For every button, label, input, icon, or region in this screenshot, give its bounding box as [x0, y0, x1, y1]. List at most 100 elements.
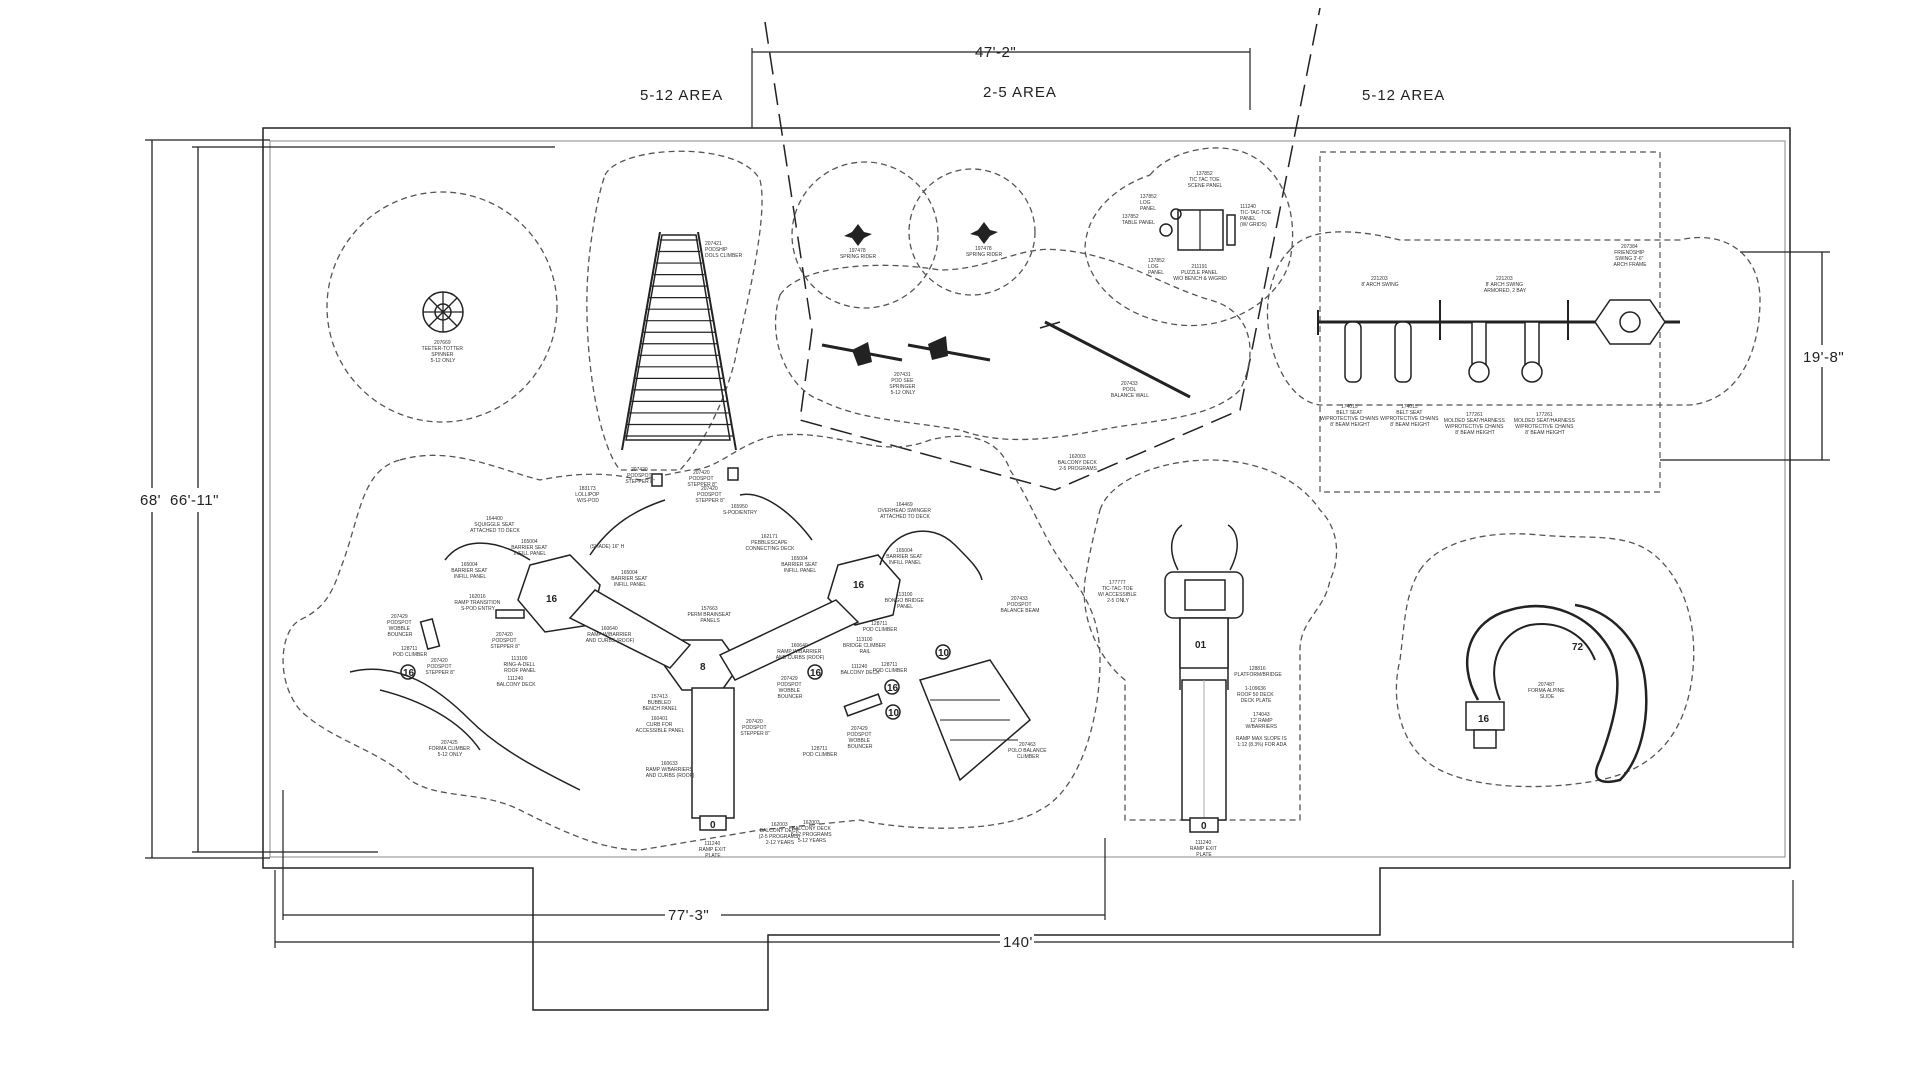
swing-seat-label-a: 174015 BELT SEAT W/PROTECTIVE CHAINS 8' …	[1320, 404, 1380, 428]
climber-label: 207421 PODSHIP DOLS CLIMBER	[705, 241, 743, 259]
playhouse-sublabels: 137852 TABLE PANEL 111240 TIC-TAC-TOE PA…	[1122, 194, 1273, 276]
wiggle-label-c: 207429 PODSPOT WOBBLE BOUNCER	[847, 726, 873, 750]
site-boundary	[262, 127, 1791, 1011]
right-deck-number: 16	[853, 580, 865, 591]
wiggle-bouncer	[843, 693, 883, 717]
zone-playhouse	[1084, 147, 1294, 327]
block-panel-label-b: 137852 LOG PANEL	[1148, 258, 1166, 276]
seesaw-a-pivot	[852, 342, 872, 366]
ramp-exit-plate	[699, 815, 727, 831]
area-divider-line	[764, 7, 1321, 491]
slide-steps	[1473, 729, 1497, 749]
bottom-total-label-bg	[1000, 932, 1034, 952]
podspot-step-label: 207420 PODSPOT STEPPER 8"	[740, 719, 770, 737]
slide-deck-number: 16	[1478, 714, 1490, 725]
top-dim-label: 47'-2"	[975, 44, 1016, 61]
dimension-lines: 47'-2" 68' 66'-11" 19'-8" 77'-3" 140'	[138, 44, 1858, 952]
belt-seat-swing	[1344, 321, 1362, 383]
zone-slide	[1395, 533, 1695, 788]
bubble-marker-b: 16	[810, 668, 822, 679]
lollipop-label: 183173 LOLLIPOP W/S-POD	[575, 486, 600, 504]
bubble-marker-a: 16	[403, 668, 415, 679]
zone-climber	[586, 150, 763, 471]
tower-platform	[1179, 617, 1229, 669]
pod-climber-label-b: 128711 POD CLIMBER	[863, 621, 898, 633]
zone-swings	[1266, 231, 1761, 406]
pod-climber-label: 128711 POD CLIMBER	[393, 646, 428, 658]
swing-label-a: 221203 8' ARCH SWING	[1361, 276, 1398, 288]
area-labels: 5-12 AREA 2-5 AREA 5-12 AREA	[640, 7, 1444, 491]
tower-slide-label: 177777 TIC-TAC-TOE W/ ACCESSIBLE 2-5 ONL…	[1098, 580, 1138, 604]
podspot-cube	[727, 467, 739, 481]
overhead-arch	[879, 530, 983, 581]
molded-seat-swing	[1521, 361, 1543, 383]
wiggle-bouncer-label: 207429 PODSPOT WOBBLE BOUNCER	[387, 614, 413, 638]
playhouse-grid	[1226, 214, 1236, 246]
pod-stepper-label: 207420 PODSPOT STEPPER 8"	[687, 470, 717, 488]
ramp-end-number: 0	[710, 820, 716, 831]
roof-panel-label: 165950 S-POD/ENTRY	[723, 504, 758, 516]
bottom-inner-label-bg	[665, 905, 721, 925]
zone-spring-rider-a	[791, 161, 939, 309]
barrier-label-d: 165004 BARRIER SEAT INFILL PANEL	[886, 548, 924, 566]
balance-beam-label: 207433 POOL BALANCE WALL	[1111, 381, 1149, 399]
curve-ramp-label: 160640 RAMP W/BARRIER AND CURBS (ROOF)	[586, 626, 635, 644]
net-climber	[349, 668, 581, 791]
accessible-panel-label: 160401 CURB FOR ACCESSIBLE PANEL	[636, 716, 685, 734]
slide-height-number: 72	[1572, 642, 1584, 653]
left-inner-dim-label: 66'-11"	[170, 492, 219, 509]
spring-rider-label-a: 197478 SPRING RIDER	[840, 248, 877, 260]
main-play-structure: 16 8 16 0 16 16 10 10 16	[349, 467, 1047, 859]
spiral-slide-label: 207487 FORMA ALPINE SLIDE	[1528, 682, 1566, 700]
lollipop-rail	[589, 499, 666, 556]
podspot-stepper	[419, 618, 441, 650]
ramp-down	[691, 687, 735, 819]
spring-rider-icon	[844, 224, 872, 246]
tower-arch-right	[1227, 524, 1238, 571]
bench-rail-label: 207433 PODSPOT BALANCE BEAM	[1001, 596, 1040, 614]
bubble-marker	[807, 664, 823, 680]
bubble-marker-e: 16	[887, 683, 899, 694]
podspot-step-label-b: 207420 PODSPOT STEPPER 8"	[490, 632, 520, 650]
inner-boundary	[269, 140, 1786, 858]
ladder-rail-left	[621, 231, 661, 451]
spring-riders: 197478 SPRING RIDER 197478 SPRING RIDER	[840, 222, 1003, 260]
ramp-curbs-label: 160633 RAMP W/BARRIERS AND CURBS (ROOF)	[646, 761, 695, 779]
seesaw-group: 207431 POD SEE SPRINGER 5-12 ONLY 207433…	[821, 320, 1191, 472]
tower-panel	[1184, 579, 1226, 611]
stepper-label-b: 207420 PODSPOT STEPPER 8"	[695, 486, 725, 504]
left-dim-label-bg	[138, 488, 234, 512]
ramp-tower-label: 174043 12' RAMP W/BARRIERS RAMP MAX SLOP…	[1236, 712, 1288, 748]
tic-tac-panel-label: 111240 TIC-TAC-TOE PANEL (W/ GRIDS)	[1240, 204, 1273, 228]
tower-arch-left	[1170, 524, 1183, 571]
bridge-panel-label: 113100 BONGO BRIDGE PANEL	[885, 592, 926, 610]
area-label-left: 5-12 AREA	[640, 87, 723, 104]
barrier-label-e: 165004 BARRIER SEAT INFILL PANEL	[781, 556, 819, 574]
slide-deck	[1465, 701, 1505, 731]
molded-seat-chain	[1524, 321, 1540, 365]
bottom-inner-dim-label: 77'-3"	[668, 907, 709, 924]
barrier-label-a: 165004 BARRIER SEAT INFILL PANEL	[511, 539, 549, 557]
curve-ramp-label-b: 160640 RAMP W/BARRIER AND CURBS (ROOF)	[776, 643, 825, 661]
spiral-slide-outer	[1465, 603, 1648, 784]
spring-rider-label-b: 197478 SPRING RIDER	[966, 246, 1003, 258]
overhead-ladder-label: 113100 RING-A-DELL ROOF PANEL	[504, 656, 537, 674]
bridge-right	[718, 599, 860, 681]
swing-seat-label-c: 177261 MOLDED SEAT/HARNESS W/PROTECTIVE …	[1444, 412, 1506, 436]
right-dim-label-bg	[1800, 345, 1858, 367]
pod-climber-label-c: 128711 POD CLIMBER	[873, 662, 908, 674]
barrier-label-b: 165004 BARRIER SEAT INFILL PANEL	[451, 562, 489, 580]
ladder-rungs	[624, 239, 734, 437]
zone-spring-rider-b	[908, 168, 1036, 296]
left-outer-dim-label: 68'	[140, 492, 161, 509]
bubble-marker	[885, 704, 901, 720]
stepper-label-a: 207420 PODSPOT STEPPER 8"	[625, 467, 655, 485]
stepper-label-c: 207420 PODSPOT STEPPER 8"	[425, 658, 455, 676]
podspot-cube	[651, 473, 663, 487]
transfer-panel-label: 157663 PERM BRAINSEAT PANELS	[687, 606, 732, 624]
bubble-marker-d: 10	[888, 708, 900, 719]
seesaw-b	[907, 343, 991, 362]
roof-rail-label: 113100 BRIDGE CLIMBER RAIL	[843, 637, 887, 655]
net-climber-inner	[379, 689, 481, 751]
